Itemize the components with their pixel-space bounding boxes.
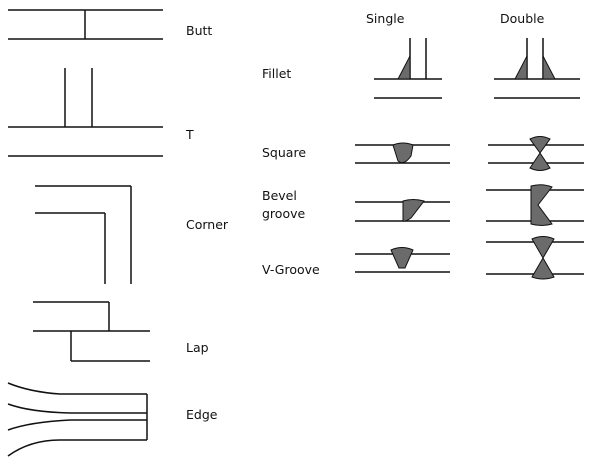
fillet-single-weld: [374, 38, 442, 99]
corner-joint-drawing: [35, 185, 132, 284]
label-butt: Butt: [186, 23, 213, 38]
label-groove: groove: [262, 206, 306, 221]
bevel-single-weld-bead: [402, 199, 425, 222]
label-t: T: [186, 127, 194, 142]
label-lap: Lap: [186, 340, 209, 355]
label-fillet: Fillet: [262, 66, 292, 81]
square-double-weld: [488, 136, 584, 171]
v-groove-double-weld-bead: [531, 236, 555, 280]
fillet-single-weld-bead: [397, 55, 411, 80]
fillet-double-weld-bead-right: [542, 55, 556, 80]
fillet-double-weld-bead-left: [514, 55, 528, 80]
v-groove-single-weld-bead: [390, 247, 414, 269]
column-header-double: Double: [500, 11, 545, 26]
square-single-weld-bead: [392, 142, 414, 164]
label-edge: Edge: [186, 407, 218, 422]
v-groove-single-weld: [355, 247, 450, 273]
label-bevel: Bevel: [262, 188, 297, 203]
butt-joint-drawing: [8, 9, 163, 40]
column-header-single: Single: [366, 11, 405, 26]
bevel-double-weld: [486, 184, 584, 226]
lap-joint-drawing: [33, 301, 150, 362]
square-single-weld: [355, 142, 450, 164]
bevel-single-weld: [355, 199, 450, 222]
bevel-double-weld-bead: [530, 184, 553, 226]
fillet-double-weld: [494, 38, 580, 99]
label-v-groove: V-Groove: [262, 262, 320, 277]
label-corner: Corner: [186, 217, 229, 232]
t-joint-drawing: [8, 68, 163, 157]
edge-joint-drawing: [7, 382, 148, 457]
v-groove-double-weld: [486, 236, 584, 280]
label-square: Square: [262, 145, 307, 160]
square-double-weld-bead: [529, 136, 551, 171]
